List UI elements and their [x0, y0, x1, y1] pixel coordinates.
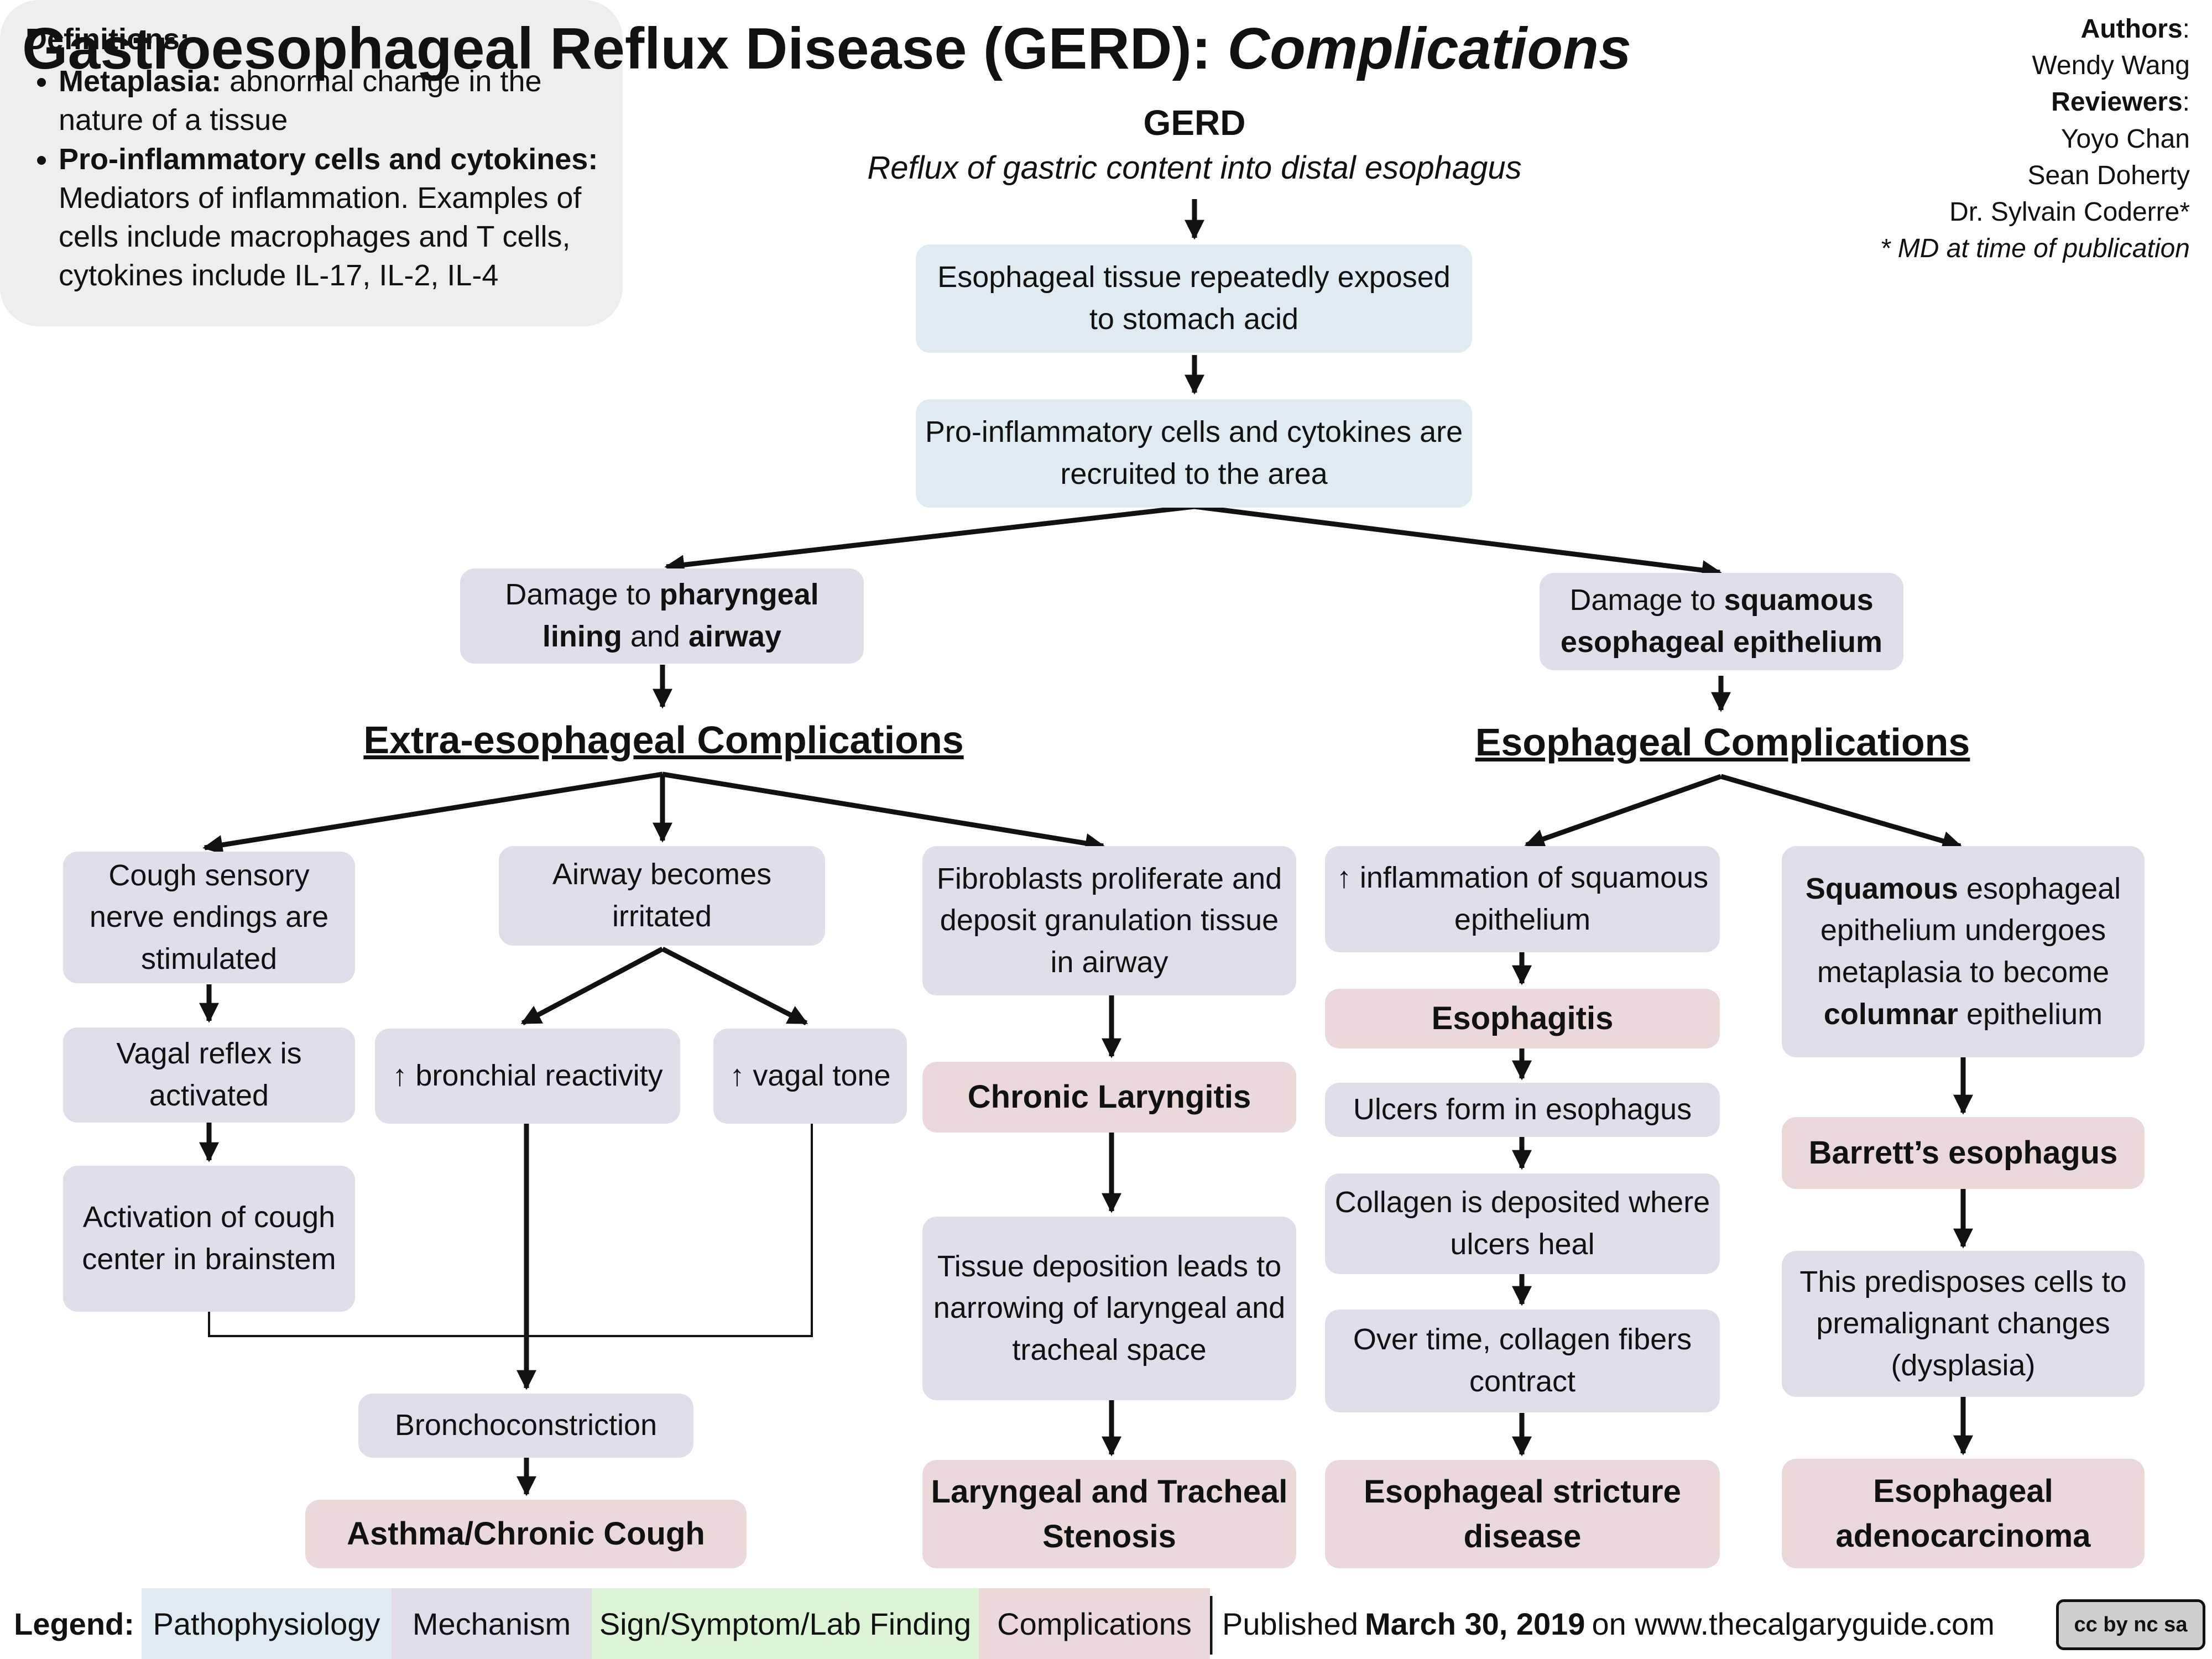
cough-center-box: Activation of cough center in brainstem [63, 1166, 355, 1312]
legend-label: Legend: [14, 1606, 134, 1641]
cc-license-icon[interactable]: cc by nc sa [2056, 1599, 2205, 1650]
legend: Legend: Pathophysiology Mechanism Sign/S… [0, 1588, 2212, 1659]
collagen-deposited-box: Collagen is deposited where ulcers heal [1325, 1173, 1720, 1274]
definitions-box: Definitions: Metaplasia: abnormal change… [0, 0, 623, 326]
legend-complications: Complications [979, 1588, 1210, 1659]
cough-nerve-box: Cough sensory nerve endings are stimulat… [63, 852, 355, 983]
page-title: Gastroesophageal Reflux Disease (GERD): … [22, 16, 1631, 81]
definition-metaplasia: Metaplasia: abnormal change in the natur… [59, 62, 601, 139]
adenocarcinoma-complication-box: Esophageal adenocarcinoma [1782, 1459, 2145, 1568]
esophageal-heading: Esophageal Complications [1475, 721, 1970, 764]
definition-cytokines: Pro-inflammatory cells and cytokines: Me… [59, 140, 601, 295]
metaplasia-box: Squamous esophageal epithelium undergoes… [1782, 846, 2145, 1057]
definitions-heading: Definitions: [25, 23, 190, 56]
tissue-deposition-box: Tissue deposition leads to narrowing of … [922, 1217, 1296, 1400]
asthma-complication-box: Asthma/Chronic Cough [305, 1500, 747, 1568]
inflammation-box: ↑ inflammation of squamous epithelium [1325, 846, 1720, 952]
barretts-complication-box: Barrett’s esophagus [1782, 1117, 2145, 1189]
acid-exposure-box: Esophageal tissue repeatedly exposed to … [916, 244, 1472, 353]
stricture-complication-box: Esophageal stricture disease [1325, 1460, 1720, 1568]
gerd-title: GERD [1143, 103, 1246, 143]
cytokine-recruitment-box: Pro-inflammatory cells and cytokines are… [916, 399, 1472, 508]
stenosis-complication-box: Laryngeal and Tracheal Stenosis [922, 1460, 1296, 1568]
vagal-reflex-box: Vagal reflex is activated [63, 1027, 355, 1123]
gerd-definition: Reflux of gastric content into distal es… [867, 150, 1522, 186]
extra-esophageal-heading: Extra-esophageal Complications [363, 718, 964, 761]
published-note: Published March 30, 2019 on www.thecalga… [1222, 1606, 1995, 1641]
fibroblasts-box: Fibroblasts proliferate and deposit gran… [922, 846, 1296, 995]
esophagitis-complication-box: Esophagitis [1325, 989, 1720, 1048]
airway-irritated-box: Airway becomes irritated [499, 846, 825, 946]
legend-mechanism: Mechanism [392, 1588, 592, 1659]
legend-sign-symptom: Sign/Symptom/Lab Finding [592, 1588, 979, 1659]
ulcers-box: Ulcers form in esophagus [1325, 1083, 1720, 1137]
collagen-contract-box: Over time, collagen fibers contract [1325, 1310, 1720, 1412]
bronchoconstriction-box: Bronchoconstriction [358, 1394, 693, 1458]
credits: Authors: Wendy Wang Reviewers: Yoyo Chan… [1880, 14, 2190, 264]
pharyngeal-damage-box: Damage to pharyngeal lining and airway [460, 568, 864, 664]
bronchial-reactivity-box: ↑ bronchial reactivity [375, 1029, 680, 1124]
legend-pathophysiology: Pathophysiology [142, 1588, 392, 1659]
laryngitis-complication-box: Chronic Laryngitis [922, 1062, 1296, 1133]
squamous-damage-box: Damage to squamous esophageal epithelium [1540, 573, 1903, 670]
vagal-tone-box: ↑ vagal tone [713, 1029, 907, 1124]
dysplasia-box: This predisposes cells to premalignant c… [1782, 1251, 2145, 1397]
